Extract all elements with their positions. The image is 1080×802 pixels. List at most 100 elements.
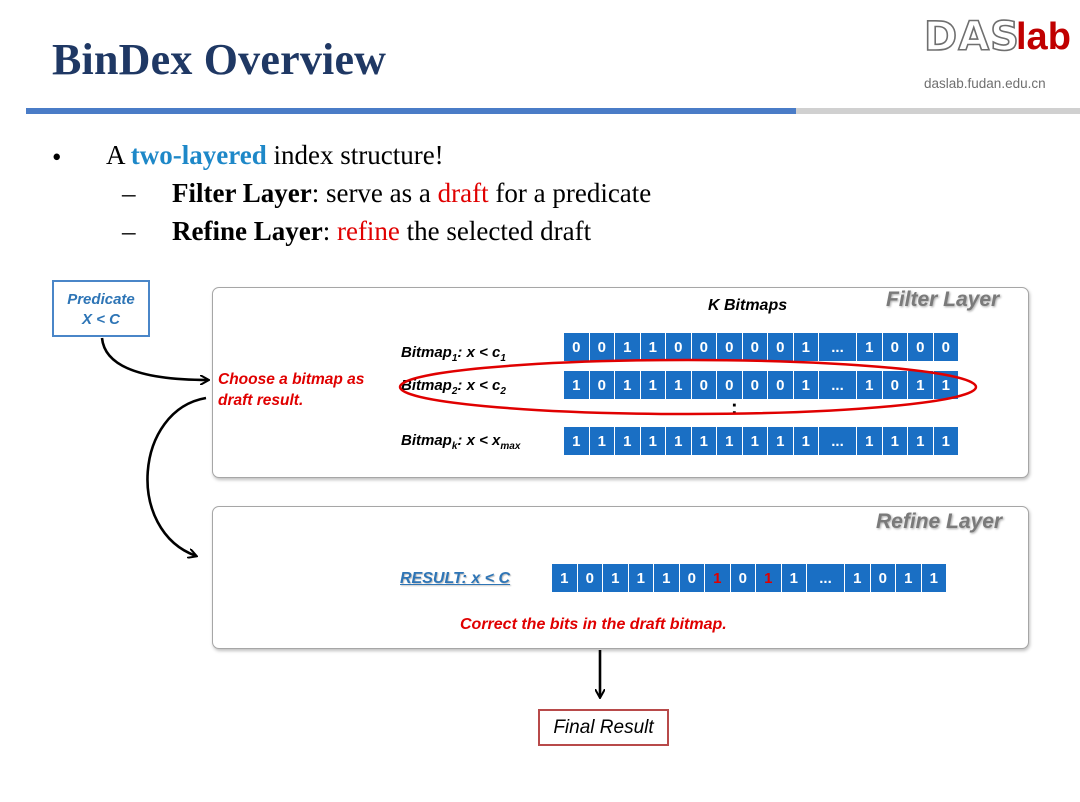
sub-bullet-dash: –: [122, 178, 136, 208]
predicate-condition: X < C: [82, 311, 120, 328]
bit-cell: 0: [589, 333, 615, 361]
bit-ellipsis: ...: [807, 564, 845, 592]
bullet-refine-text1: :: [322, 216, 337, 246]
bullet-main-prefix: A: [106, 140, 131, 170]
bit-cell: 1: [654, 564, 680, 592]
bit-cell: 0: [870, 564, 896, 592]
bullet-main-suffix: index structure!: [266, 140, 444, 170]
bit-cell: 0: [691, 333, 717, 361]
bit-cell: 0: [717, 371, 743, 399]
bit-cell: 0: [768, 333, 794, 361]
bit-cell: 0: [717, 333, 743, 361]
bit-cell: 1: [921, 564, 947, 592]
bit-cell: 1: [742, 427, 768, 455]
bullet-dot: •: [52, 142, 62, 172]
bullet-refine-text2: the selected draft: [399, 216, 592, 246]
bit-cell: 0: [691, 371, 717, 399]
bitmap-1-label: Bitmap1: x < c1: [401, 344, 506, 364]
bit-cell: 0: [730, 564, 756, 592]
k-bitmaps-label: K Bitmaps: [708, 297, 788, 314]
daslab-logo: DAS lab daslab.fudan.edu.cn: [922, 13, 1071, 96]
bit-cell: 1: [705, 564, 731, 592]
bit-cell: 1: [845, 564, 871, 592]
bit-cell: 1: [615, 333, 641, 361]
bullet-main-highlight: two-layered: [130, 140, 267, 170]
bit-cell: 1: [908, 371, 934, 399]
bit-cell: 1: [717, 427, 743, 455]
bit-cell: 1: [857, 333, 883, 361]
bullet-refine-red: refine: [336, 216, 400, 246]
bitmap-2-label: Bitmap2: x < c2: [401, 377, 506, 397]
bit-cell: 1: [564, 371, 590, 399]
final-result-box: Final Result: [538, 709, 669, 746]
predicate-label: Predicate: [67, 291, 135, 308]
bit-cell: 1: [768, 427, 794, 455]
slide-title: BinDex Overview: [52, 35, 387, 84]
bit-cell: 1: [857, 427, 883, 455]
bit-cell: 1: [882, 427, 908, 455]
bullet-filter-red: draft: [437, 178, 489, 208]
bit-cell: 0: [589, 371, 615, 399]
bit-cell: 1: [640, 371, 666, 399]
title-underline-gray: [796, 108, 1080, 114]
bullet-main: A two-layered index structure!: [106, 140, 444, 171]
logo-das-text: DAS: [923, 13, 1020, 61]
predicate-box: Predicate X < C: [52, 280, 150, 337]
bit-cell: 1: [793, 371, 819, 399]
bit-cell: 1: [781, 564, 807, 592]
bit-cell: 1: [756, 564, 782, 592]
choose-bitmap-label: Choose a bitmap as draft result.: [218, 371, 365, 409]
bullet-refine-layer: Refine Layer: refine the selected draft: [172, 216, 591, 247]
bit-cell: 1: [640, 427, 666, 455]
bit-cell: 0: [768, 371, 794, 399]
predicate-to-filter-arrow: [100, 337, 208, 380]
bit-cell: 1: [564, 427, 590, 455]
bit-cell: 0: [882, 333, 908, 361]
bit-cell: 0: [564, 333, 590, 361]
bullet-refine-bold: Refine Layer: [172, 216, 323, 246]
vertical-ellipsis: :: [731, 397, 738, 419]
sub-bullet-dash: –: [122, 216, 136, 246]
result-label: RESULT: x < C: [400, 570, 511, 587]
bit-cell: 0: [882, 371, 908, 399]
bullet-filter-text1: : serve as a: [311, 178, 438, 208]
bitmap-k-label: Bitmapk: x < xmax: [401, 432, 521, 452]
bit-cell: 1: [896, 564, 922, 592]
filter-layer-title: Filter Layer: [886, 288, 1000, 311]
bit-cell: 1: [589, 427, 615, 455]
bit-cell: 1: [640, 333, 666, 361]
bullet-filter-layer: Filter Layer: serve as a draft for a pre…: [172, 178, 651, 209]
bit-cell: 0: [742, 371, 768, 399]
bit-cell: 0: [577, 564, 603, 592]
bit-cell: 0: [933, 333, 959, 361]
bit-ellipsis: ...: [819, 371, 857, 399]
bit-cell: 0: [666, 333, 692, 361]
correct-bits-label: Correct the bits in the draft bitmap.: [460, 616, 727, 633]
bit-cell: 1: [933, 371, 959, 399]
bit-cell: 1: [666, 427, 692, 455]
bit-cell: 0: [742, 333, 768, 361]
bit-cell: 1: [793, 427, 819, 455]
bit-cell: 1: [933, 427, 959, 455]
logo-lab-text: lab: [1016, 16, 1071, 58]
bit-ellipsis: ...: [819, 333, 857, 361]
title-underline-blue: [26, 108, 796, 114]
bit-cell: 1: [615, 371, 641, 399]
bit-cell: 1: [666, 371, 692, 399]
bit-cell: 0: [908, 333, 934, 361]
bullet-filter-bold: Filter Layer: [172, 178, 312, 208]
bit-cell: 0: [679, 564, 705, 592]
bit-cell: 1: [908, 427, 934, 455]
bit-cell: 1: [793, 333, 819, 361]
logo-url: daslab.fudan.edu.cn: [924, 76, 1046, 91]
bit-cell: 1: [691, 427, 717, 455]
bit-cell: 1: [857, 371, 883, 399]
bit-ellipsis: ...: [819, 427, 857, 455]
refine-layer-title: Refine Layer: [876, 510, 1003, 533]
filter-to-refine-arrow: [146, 396, 207, 556]
bit-cell: 1: [615, 427, 641, 455]
bit-cell: 1: [603, 564, 629, 592]
